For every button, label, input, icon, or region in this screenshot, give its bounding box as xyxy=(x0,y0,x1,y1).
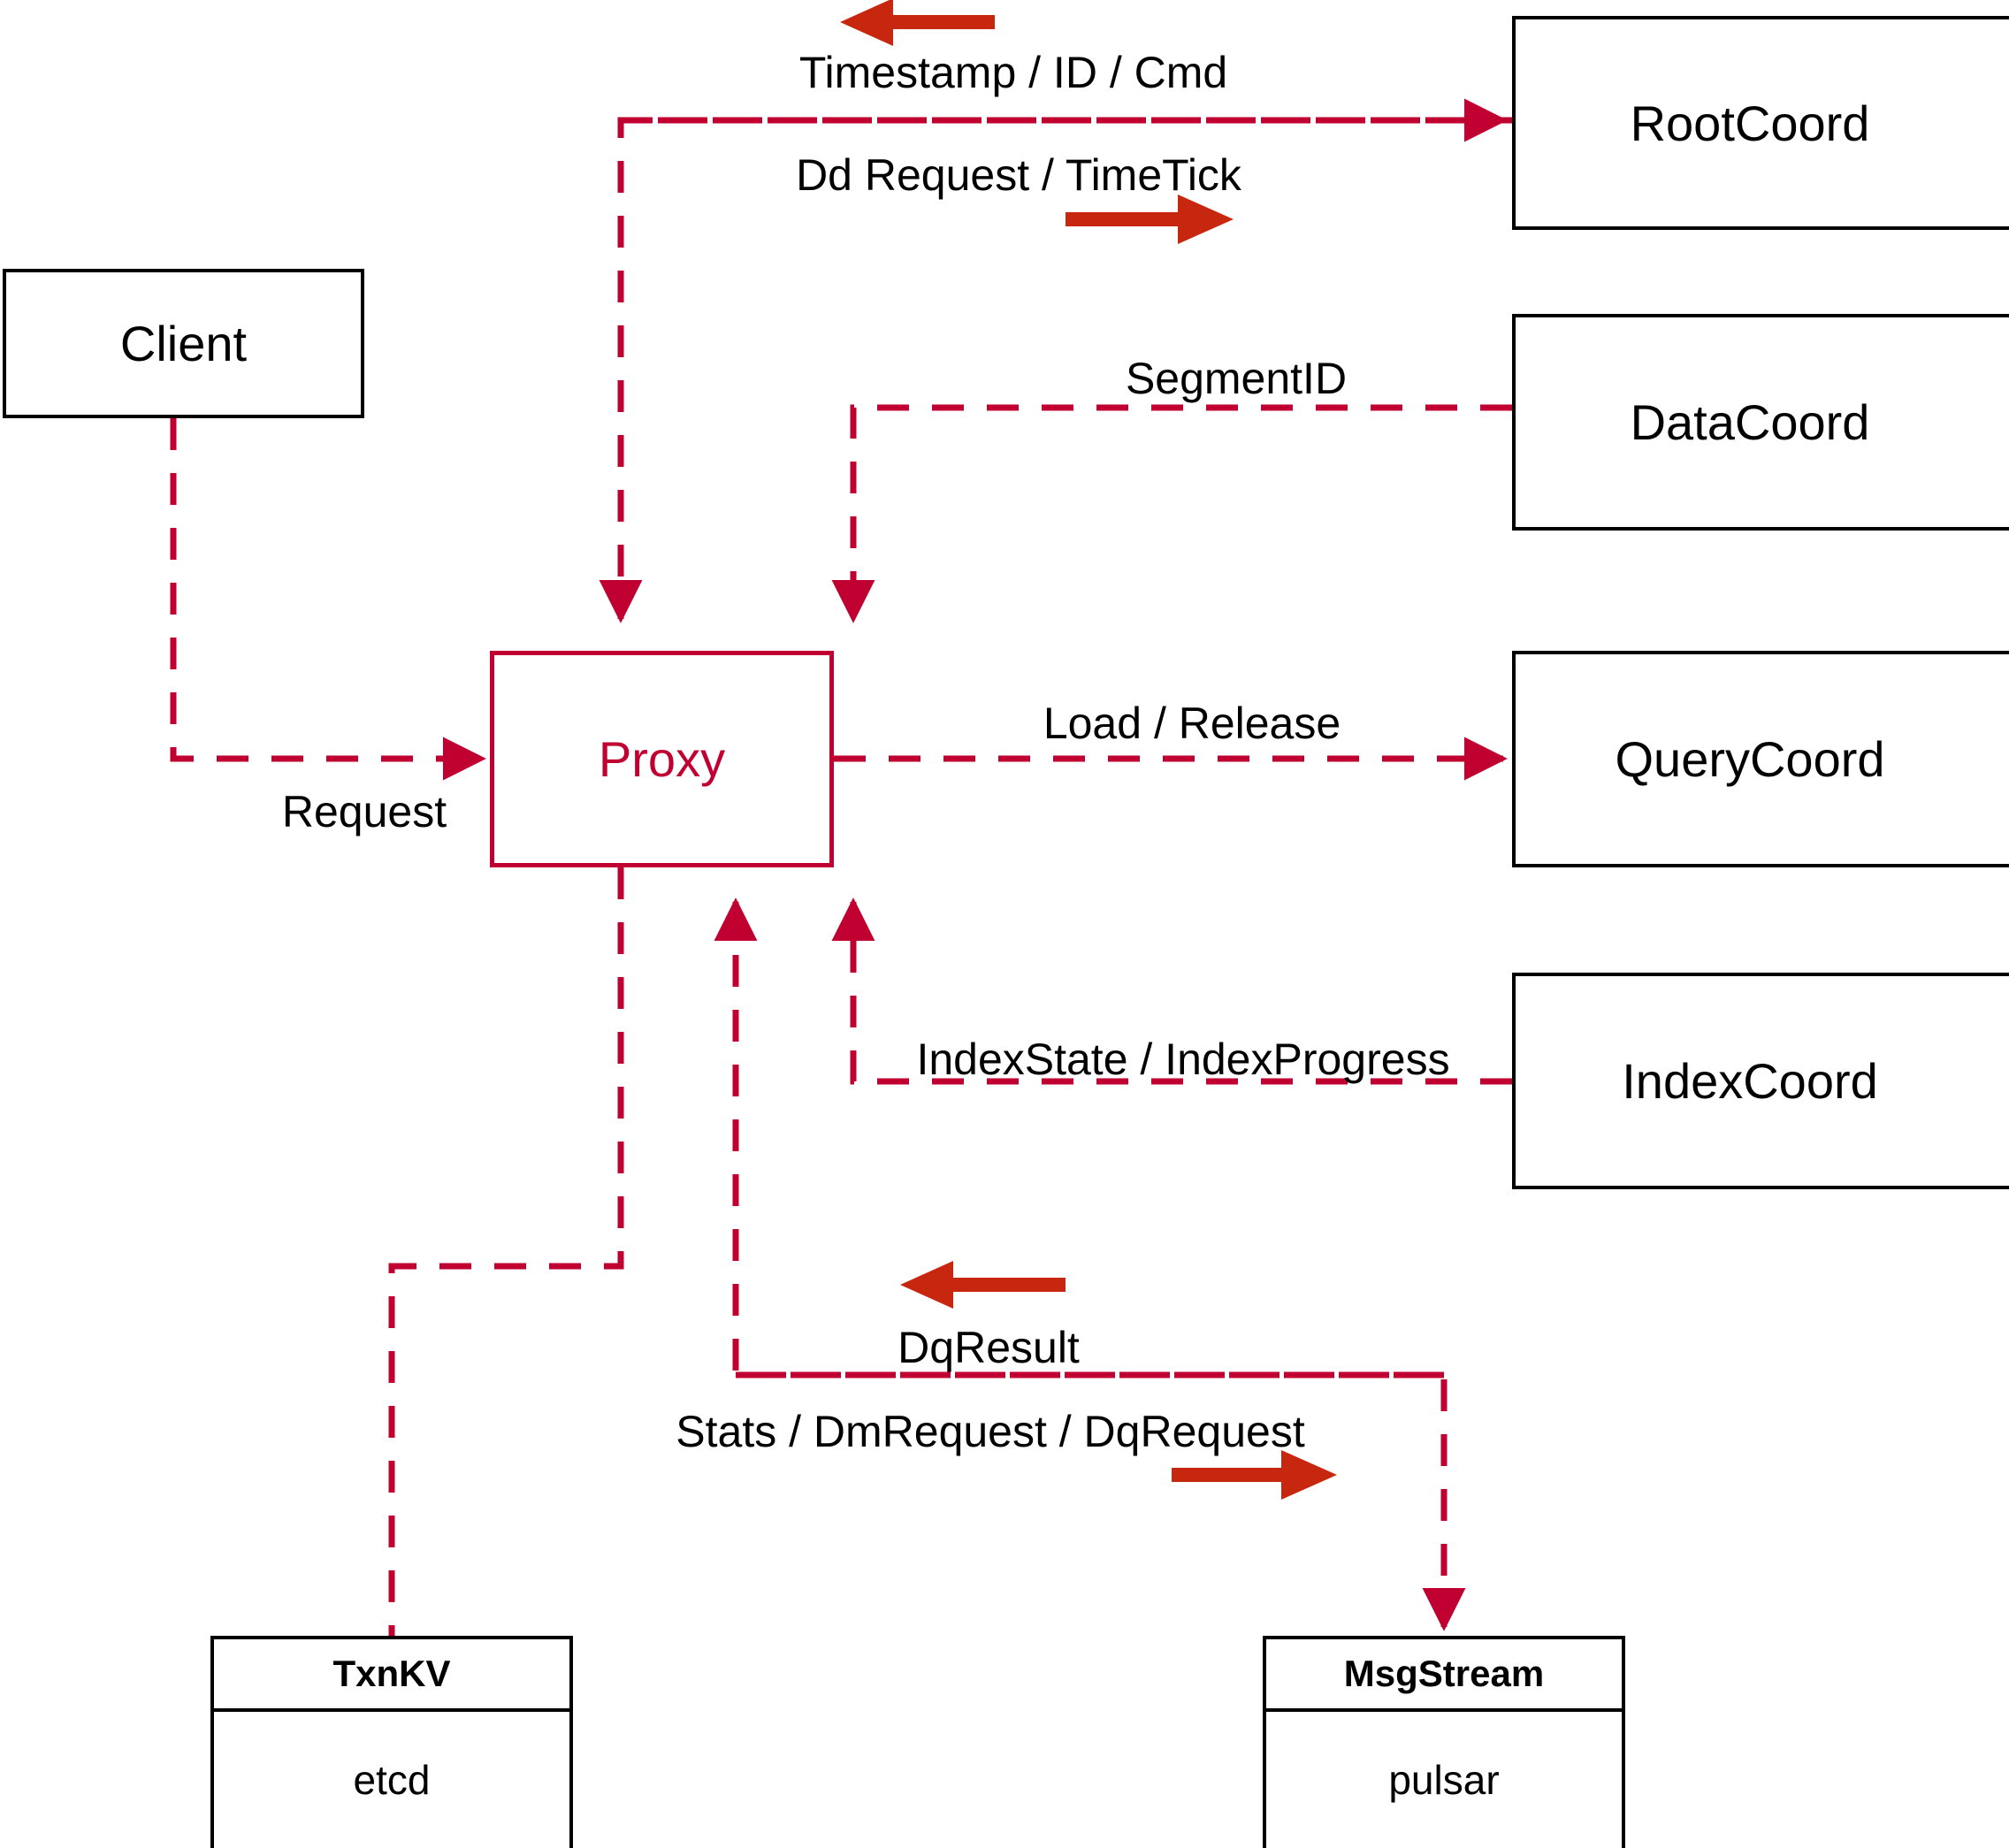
node-client-label: Client xyxy=(119,316,248,371)
node-msgstream[interactable]: MsgStream pulsar xyxy=(1263,1636,1625,1848)
edge-label-stats-dm-dq-request: Stats / DmRequest / DqRequest xyxy=(676,1407,1305,1456)
node-querycoord[interactable]: QueryCoord xyxy=(1512,651,2009,867)
node-rootcoord[interactable]: RootCoord xyxy=(1512,16,2009,230)
node-txnkv[interactable]: TxnKV etcd xyxy=(210,1636,573,1848)
edge-label-index-state-progress: IndexState / IndexProgress xyxy=(916,1035,1450,1084)
solid-arrow-timestamp-left xyxy=(840,0,995,46)
edge-label-segment-id: SegmentID xyxy=(1125,354,1348,403)
edge-datacoord-to-proxy xyxy=(831,404,1512,623)
edge-label-dd-request-timetick: Dd Request / TimeTick xyxy=(796,150,1241,200)
solid-arrow-ddrequest-right xyxy=(1066,195,1234,244)
edge-label-timestamp-id-cmd: Timestamp / ID / Cmd xyxy=(798,48,1228,97)
node-rootcoord-label: RootCoord xyxy=(1630,95,1870,151)
edge-label-dq-result: DqResult xyxy=(898,1323,1080,1372)
solid-arrow-dqrequest-right xyxy=(1172,1450,1337,1500)
node-indexcoord-label: IndexCoord xyxy=(1622,1053,1878,1109)
edge-label-load-release: Load / Release xyxy=(1043,699,1341,748)
edge-msgstream-to-proxy xyxy=(714,897,1444,1378)
node-datacoord-label: DataCoord xyxy=(1630,394,1870,450)
node-txnkv-impl: etcd xyxy=(353,1757,431,1803)
edge-proxy-to-msgstream xyxy=(736,1371,1466,1631)
node-msgstream-impl: pulsar xyxy=(1388,1757,1500,1803)
edge-indexcoord-to-proxy xyxy=(831,897,1512,1085)
node-proxy[interactable]: Proxy xyxy=(490,651,834,867)
node-indexcoord[interactable]: IndexCoord xyxy=(1512,973,2009,1189)
edge-client-to-proxy xyxy=(170,418,486,781)
edge-proxy-to-txnkv xyxy=(388,867,624,1636)
node-msgstream-title: MsgStream xyxy=(1266,1639,1622,1712)
node-querycoord-label: QueryCoord xyxy=(1615,731,1885,787)
node-txnkv-title: TxnKV xyxy=(214,1639,569,1712)
node-datacoord[interactable]: DataCoord xyxy=(1512,314,2009,531)
solid-arrow-dqresult-left xyxy=(900,1261,1066,1309)
edge-label-request: Request xyxy=(281,787,447,836)
node-proxy-label: Proxy xyxy=(598,731,726,787)
node-client[interactable]: Client xyxy=(3,269,364,418)
